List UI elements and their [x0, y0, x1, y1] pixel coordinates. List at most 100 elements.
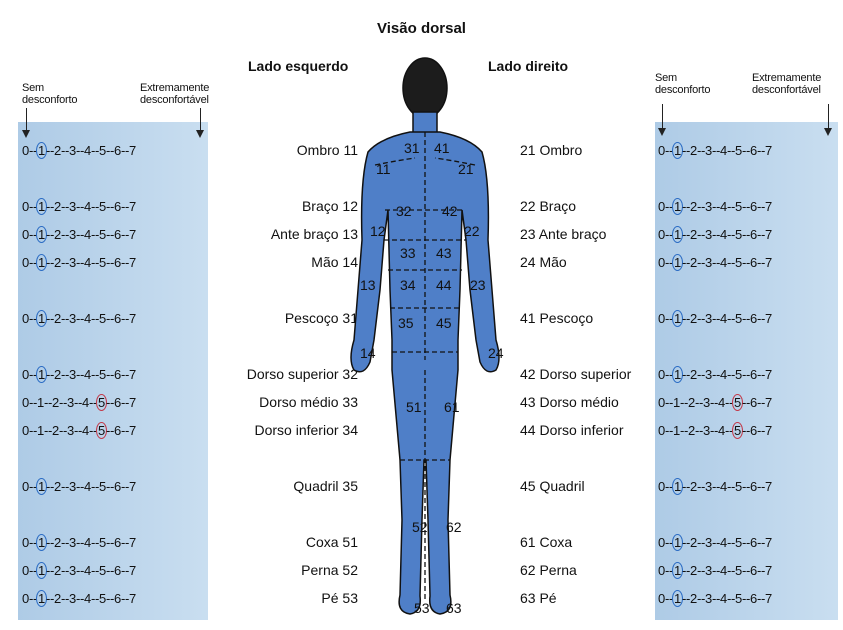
scale-value[interactable]: 6 [750, 535, 757, 550]
scale-value[interactable]: 3 [703, 395, 710, 410]
scale-value[interactable]: 7 [129, 591, 136, 606]
scale-value[interactable]: 2 [54, 367, 61, 382]
scale-value[interactable]: 6 [114, 591, 121, 606]
scale-value[interactable]: 7 [765, 591, 772, 606]
scale-value[interactable]: 2 [54, 535, 61, 550]
scale-value[interactable]: 7 [765, 227, 772, 242]
scale-value[interactable]: 4 [720, 563, 727, 578]
scale-value[interactable]: 1 [37, 479, 46, 494]
scale-value[interactable]: 5 [99, 255, 106, 270]
scale-value[interactable]: 2 [690, 227, 697, 242]
scale-value[interactable]: 0 [658, 479, 665, 494]
scale-value[interactable]: 0 [658, 395, 665, 410]
scale-value[interactable]: 5 [97, 395, 106, 410]
scale-value[interactable]: 6 [750, 199, 757, 214]
scale-value[interactable]: 4 [720, 311, 727, 326]
scale-value[interactable]: 0 [658, 423, 665, 438]
scale-value[interactable]: 3 [69, 535, 76, 550]
scale-value[interactable]: 7 [765, 367, 772, 382]
scale-value[interactable]: 3 [69, 311, 76, 326]
scale-value[interactable]: 2 [54, 563, 61, 578]
scale-value[interactable]: 4 [84, 535, 91, 550]
scale-value[interactable]: 5 [735, 479, 742, 494]
scale-value[interactable]: 7 [129, 367, 136, 382]
scale-value[interactable]: 6 [750, 395, 757, 410]
scale-value[interactable]: 4 [84, 479, 91, 494]
scale-value[interactable]: 4 [720, 367, 727, 382]
scale-value[interactable]: 2 [54, 479, 61, 494]
scale-value[interactable]: 4 [720, 479, 727, 494]
scale-value[interactable]: 3 [69, 591, 76, 606]
scale-value[interactable]: 2 [54, 591, 61, 606]
scale-value[interactable]: 1 [673, 227, 682, 242]
scale-value[interactable]: 2 [690, 591, 697, 606]
scale-value[interactable]: 1 [37, 423, 44, 438]
scale-value[interactable]: 4 [720, 143, 727, 158]
scale-value[interactable]: 1 [673, 479, 682, 494]
scale-value[interactable]: 0 [22, 535, 29, 550]
scale-value[interactable]: 6 [114, 395, 121, 410]
scale-value[interactable]: 3 [705, 563, 712, 578]
scale-value[interactable]: 7 [765, 255, 772, 270]
scale-value[interactable]: 7 [129, 563, 136, 578]
scale-value[interactable]: 5 [99, 479, 106, 494]
scale-value[interactable]: 6 [750, 367, 757, 382]
scale-value[interactable]: 2 [54, 227, 61, 242]
scale-value[interactable]: 5 [99, 563, 106, 578]
scale-value[interactable]: 2 [690, 563, 697, 578]
scale-value[interactable]: 7 [765, 535, 772, 550]
scale-value[interactable]: 5 [99, 591, 106, 606]
scale-value[interactable]: 3 [703, 423, 710, 438]
scale-value[interactable]: 6 [114, 367, 121, 382]
scale-value[interactable]: 2 [54, 199, 61, 214]
scale-value[interactable]: 4 [720, 227, 727, 242]
scale-value[interactable]: 4 [82, 395, 89, 410]
scale-value[interactable]: 0 [22, 395, 29, 410]
scale-value[interactable]: 7 [129, 535, 136, 550]
scale-value[interactable]: 7 [129, 395, 136, 410]
scale-value[interactable]: 1 [37, 535, 46, 550]
scale-value[interactable]: 1 [673, 367, 682, 382]
scale-value[interactable]: 5 [735, 227, 742, 242]
scale-value[interactable]: 0 [658, 535, 665, 550]
scale-value[interactable]: 5 [735, 367, 742, 382]
scale-value[interactable]: 7 [765, 143, 772, 158]
scale-value[interactable]: 3 [705, 479, 712, 494]
scale-value[interactable]: 4 [82, 423, 89, 438]
scale-value[interactable]: 7 [129, 311, 136, 326]
scale-value[interactable]: 0 [658, 143, 665, 158]
scale-value[interactable]: 6 [750, 143, 757, 158]
scale-value[interactable]: 5 [735, 591, 742, 606]
scale-value[interactable]: 2 [54, 311, 61, 326]
scale-value[interactable]: 5 [99, 227, 106, 242]
scale-value[interactable]: 1 [37, 395, 44, 410]
scale-value[interactable]: 0 [658, 367, 665, 382]
scale-value[interactable]: 0 [22, 227, 29, 242]
scale-value[interactable]: 1 [37, 143, 46, 158]
scale-value[interactable]: 4 [84, 367, 91, 382]
scale-value[interactable]: 6 [750, 311, 757, 326]
scale-value[interactable]: 5 [735, 563, 742, 578]
scale-value[interactable]: 0 [22, 255, 29, 270]
scale-value[interactable]: 2 [690, 311, 697, 326]
scale-value[interactable]: 4 [720, 535, 727, 550]
scale-value[interactable]: 7 [765, 199, 772, 214]
scale-value[interactable]: 3 [67, 395, 74, 410]
scale-value[interactable]: 7 [129, 143, 136, 158]
scale-value[interactable]: 7 [765, 395, 772, 410]
scale-value[interactable]: 6 [114, 255, 121, 270]
scale-value[interactable]: 0 [658, 591, 665, 606]
scale-value[interactable]: 6 [750, 563, 757, 578]
scale-value[interactable]: 5 [99, 311, 106, 326]
scale-value[interactable]: 3 [69, 227, 76, 242]
scale-value[interactable]: 3 [705, 199, 712, 214]
scale-value[interactable]: 6 [114, 535, 121, 550]
scale-value[interactable]: 6 [114, 479, 121, 494]
scale-value[interactable]: 5 [733, 423, 742, 438]
scale-value[interactable]: 0 [658, 227, 665, 242]
scale-value[interactable]: 3 [69, 255, 76, 270]
scale-value[interactable]: 0 [658, 311, 665, 326]
scale-value[interactable]: 2 [690, 479, 697, 494]
scale-value[interactable]: 2 [690, 535, 697, 550]
scale-value[interactable]: 5 [735, 311, 742, 326]
